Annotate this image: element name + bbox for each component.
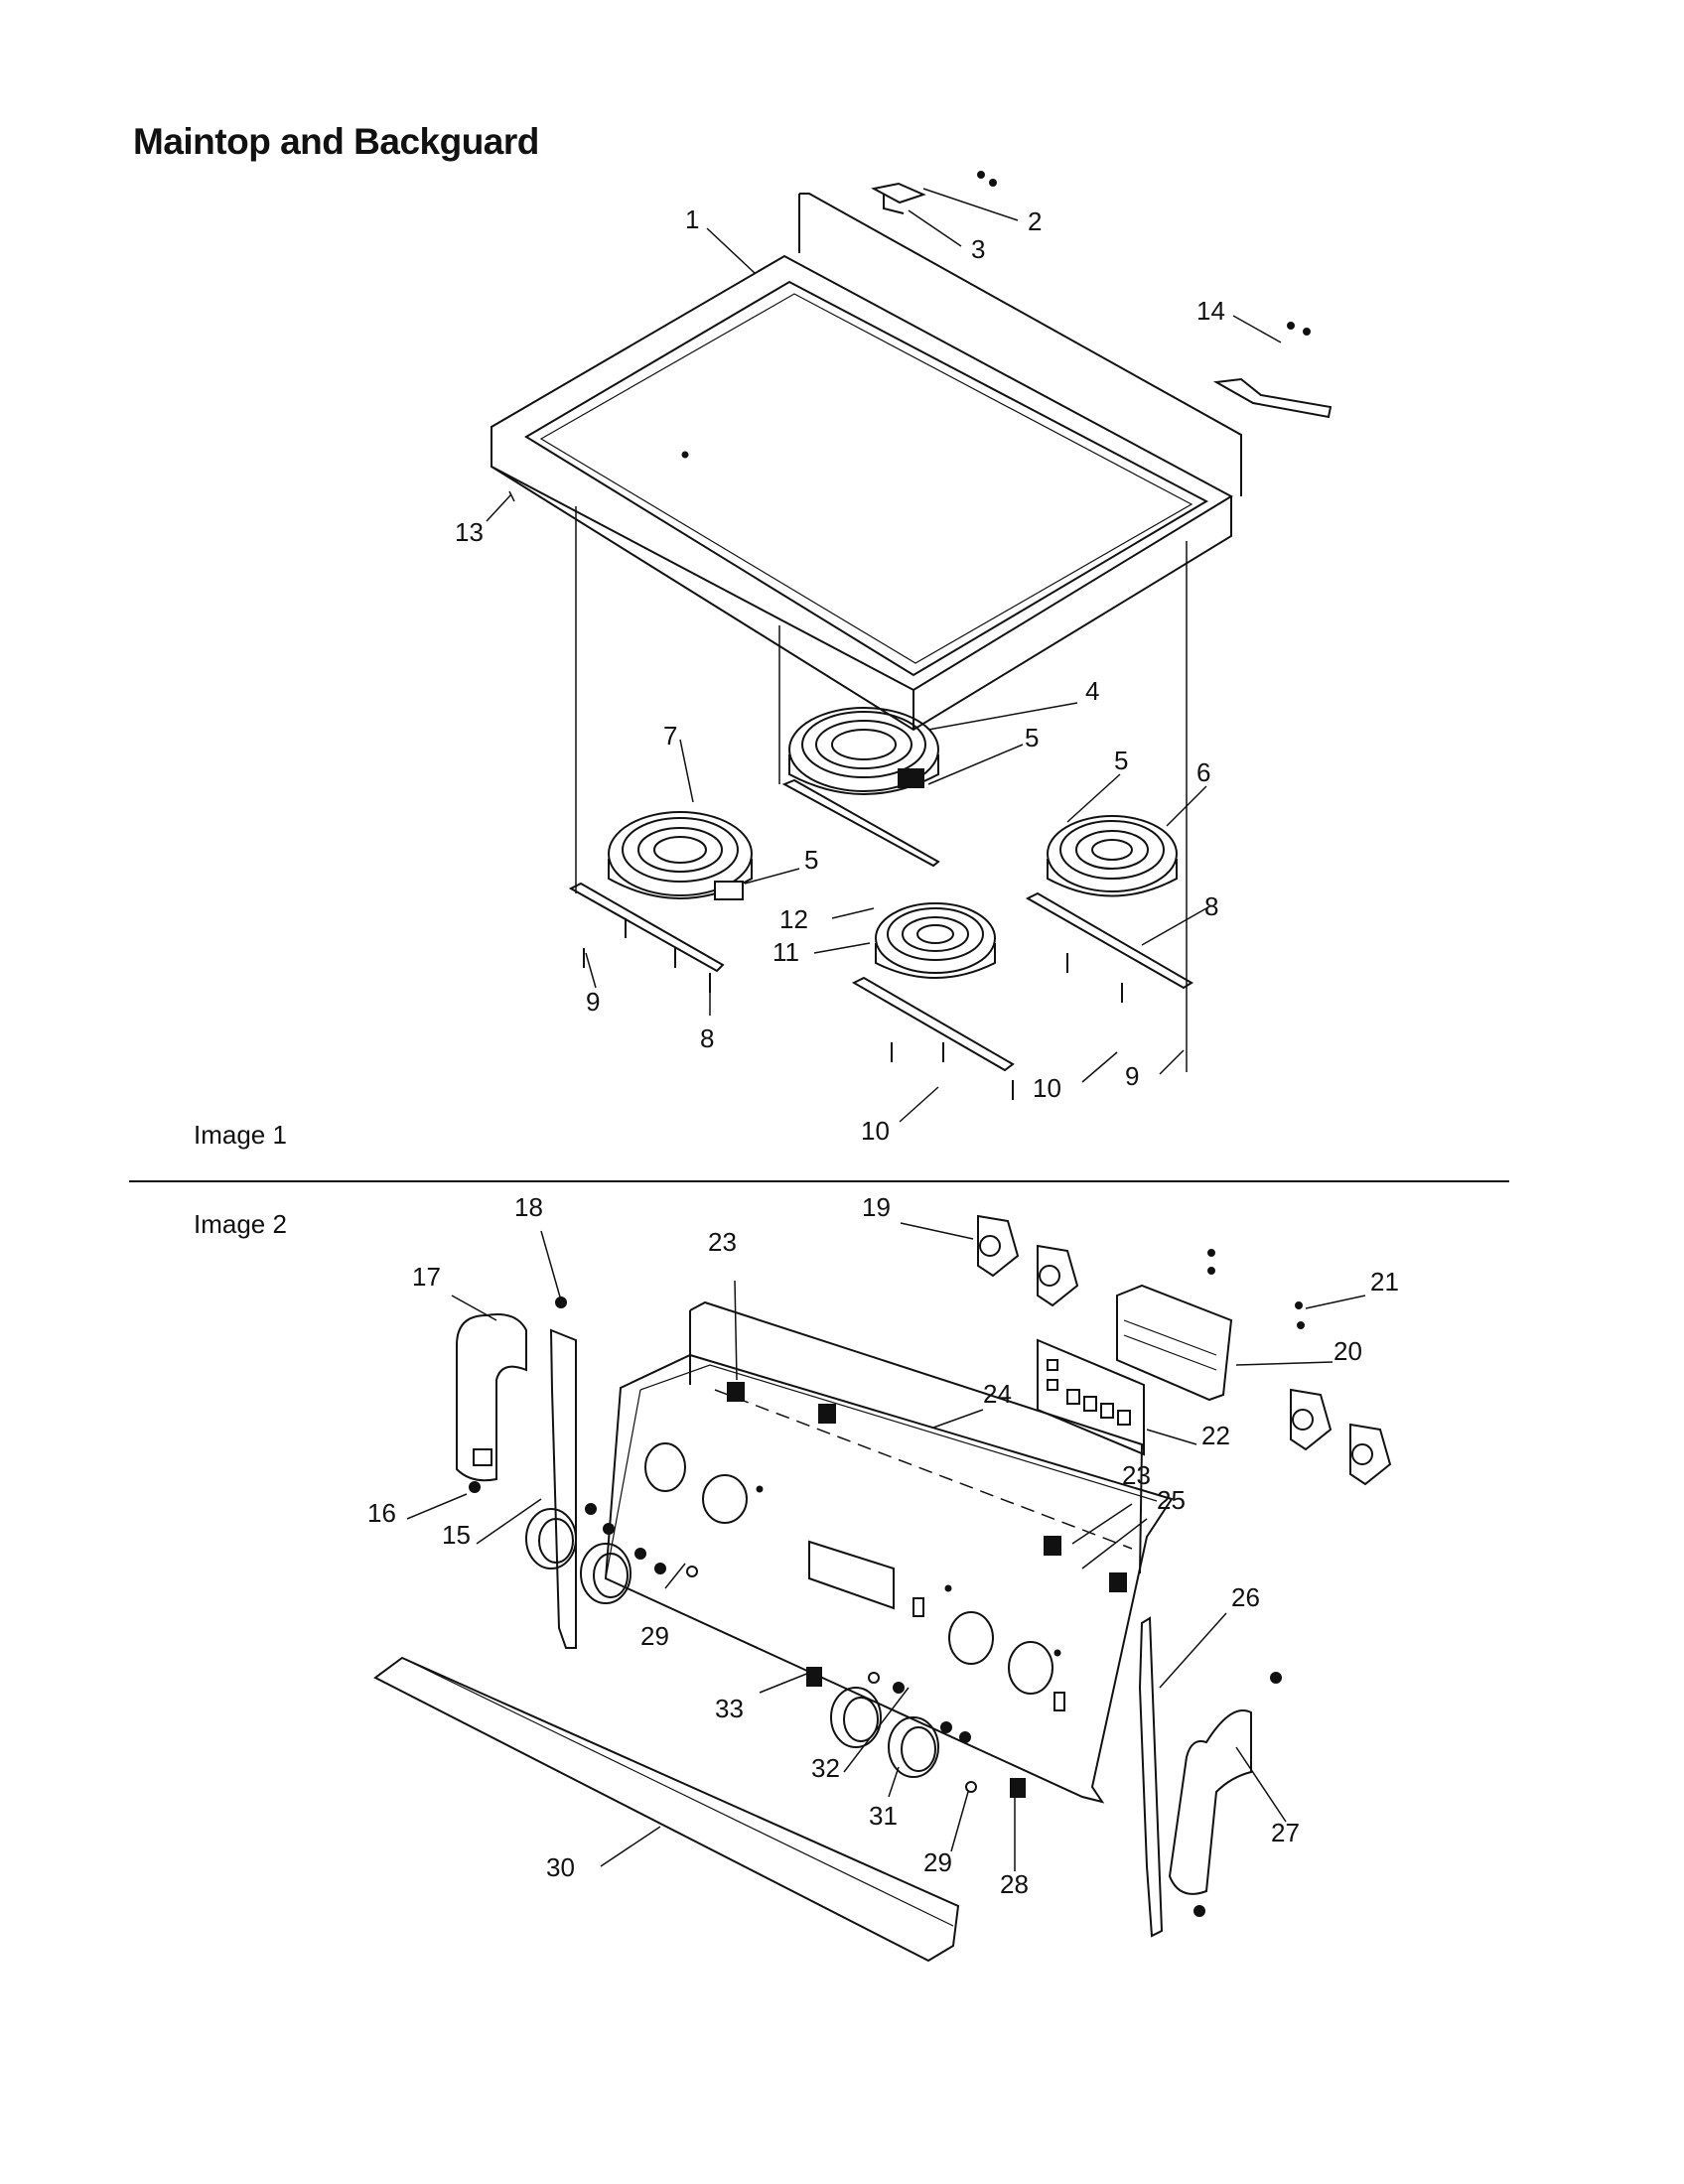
callout-29b: 29 [923,1847,952,1877]
callout-5c: 5 [804,845,818,875]
callout-26: 26 [1231,1582,1260,1612]
image-1-label: Image 1 [194,1120,287,1150]
callout-8a: 8 [1204,891,1218,921]
callout-19: 19 [862,1192,891,1222]
callout-12: 12 [779,904,808,934]
callout-31: 31 [869,1801,898,1831]
callout-labels: 1 2 3 4 5 5 5 6 7 8 8 9 9 10 10 11 12 13… [367,205,1399,1899]
image-2-label: Image 2 [194,1209,287,1239]
callout-25: 25 [1157,1485,1186,1515]
callout-27: 27 [1271,1818,1300,1847]
burner-element-11 [875,902,996,979]
leader-lines-image-2 [406,1222,1366,1871]
callout-28: 28 [1000,1869,1029,1899]
callout-16: 16 [367,1498,396,1528]
callout-1: 1 [685,205,699,234]
callout-4: 4 [1085,676,1099,706]
knobs [525,1508,939,1778]
callout-30: 30 [546,1852,575,1882]
electronic-control [1116,1284,1233,1402]
callout-10a: 10 [1033,1073,1061,1103]
callout-33: 33 [715,1694,744,1723]
support-brackets [568,778,1193,1100]
burner-element-6 [1047,815,1178,897]
infinite-switches [977,1214,1392,1486]
callout-11: 11 [772,937,799,967]
callout-2: 2 [1028,206,1042,236]
callout-10b: 10 [861,1116,890,1146]
callout-6: 6 [1196,757,1210,787]
callout-23b: 23 [1122,1460,1151,1490]
callout-15: 15 [442,1520,471,1550]
burner-element-7 [608,811,753,900]
callout-14: 14 [1196,296,1225,326]
callout-5b: 5 [1114,746,1128,775]
section-divider [129,1180,1509,1182]
side-trim-left [456,1313,577,1649]
burner-element-4 [788,707,939,795]
callout-29a: 29 [640,1621,669,1651]
callout-8b: 8 [700,1024,714,1053]
callout-20: 20 [1333,1336,1362,1366]
callout-3: 3 [971,234,985,264]
callout-7: 7 [663,721,677,751]
page-title: Maintop and Backguard [133,121,539,162]
lower-trim [373,1656,960,1963]
callout-9b: 9 [1125,1061,1139,1091]
callout-24: 24 [983,1379,1012,1409]
backguard-assembly [604,1300,1174,1804]
callout-17: 17 [412,1262,441,1292]
callout-5a: 5 [1025,723,1039,752]
callout-13: 13 [455,517,484,547]
small-hardware [469,1249,1305,1798]
callout-22: 22 [1201,1421,1230,1450]
side-trim-right [1138,1616,1282,1938]
callout-9a: 9 [586,987,600,1017]
callout-23a: 23 [708,1227,737,1257]
callout-18: 18 [514,1192,543,1222]
callout-32: 32 [811,1753,840,1783]
callout-21: 21 [1370,1267,1399,1297]
control-overlay [1037,1338,1145,1456]
leader-lines-image-1 [486,188,1282,1123]
